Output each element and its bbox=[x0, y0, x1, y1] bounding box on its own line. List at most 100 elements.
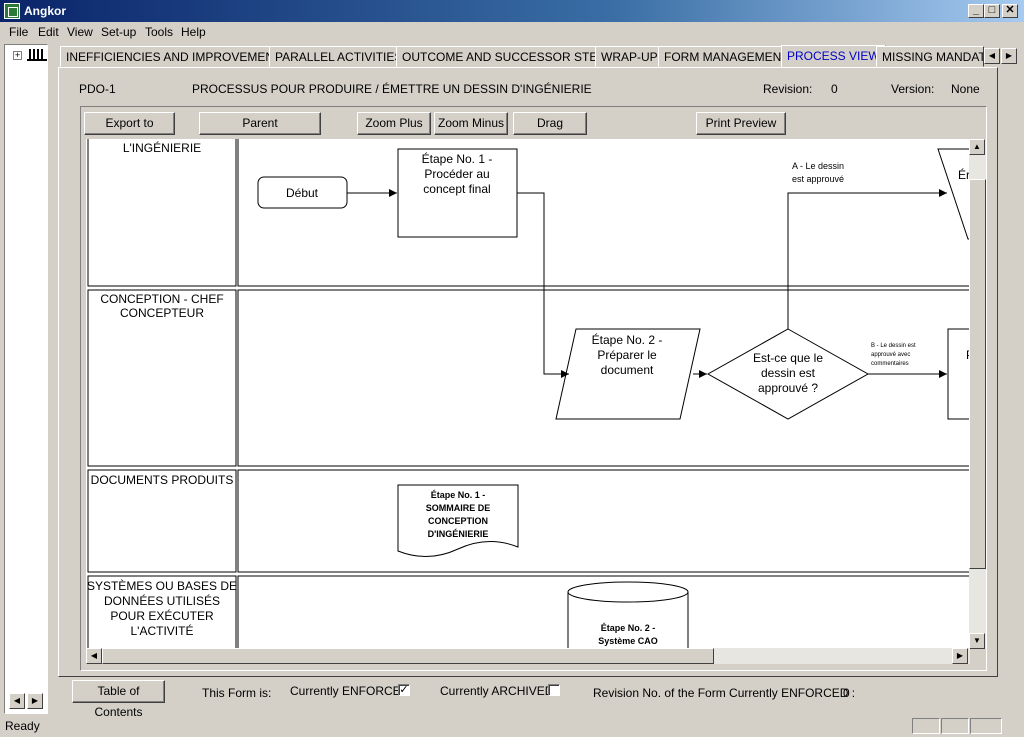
scroll-right-icon[interactable]: ▶ bbox=[27, 693, 43, 709]
close-button[interactable]: ✕ bbox=[1002, 4, 1018, 18]
document1-line1: Étape No. 1 - bbox=[431, 490, 486, 500]
menu-tools[interactable]: Tools bbox=[145, 25, 174, 39]
lane-label-conception-line2: CONCEPTEUR bbox=[120, 306, 204, 320]
branch-a-line2: est approuvé bbox=[792, 174, 844, 184]
lane-label-systems-line2: DONNÉES UTILISÉS bbox=[104, 593, 220, 608]
step1-node[interactable] bbox=[397, 148, 518, 238]
partial-mid-label: P bbox=[966, 348, 970, 362]
drag-button[interactable]: Drag bbox=[513, 112, 587, 135]
tab-strip: INEFFICIENCIES AND IMPROVEMENTS PARALLEL… bbox=[58, 45, 1020, 68]
step1-line3: concept final bbox=[423, 182, 490, 196]
enforced-checkbox[interactable]: ✓ bbox=[398, 684, 410, 696]
lane-label-documents: DOCUMENTS PRODUITS bbox=[91, 473, 234, 487]
window-title: Angkor bbox=[24, 4, 66, 18]
swimlane-grid bbox=[87, 139, 970, 649]
horizontal-scrollbar[interactable]: ◀ ▶ bbox=[86, 648, 970, 664]
diagram-canvas[interactable]: L'INGÉNIERIE CONCEPTION - CHEF CONCEPTEU… bbox=[86, 139, 970, 649]
tree-panel[interactable]: + ◀ ▶ bbox=[4, 44, 48, 714]
database2-line2: Système CAO bbox=[598, 636, 658, 646]
step2-node[interactable] bbox=[555, 328, 701, 420]
step2-line2: Préparer le bbox=[597, 348, 657, 362]
branch-b-line3: commentaires bbox=[871, 361, 909, 367]
scroll-left-icon[interactable]: ◀ bbox=[9, 693, 25, 709]
tab-missing-mandatory[interactable]: MISSING MANDATC bbox=[876, 46, 984, 67]
horizontal-scroll-thumb[interactable] bbox=[102, 648, 714, 664]
database2-line1: Étape No. 2 - bbox=[601, 623, 656, 633]
database2-node[interactable] bbox=[567, 581, 689, 649]
print-preview-button[interactable]: Print Preview bbox=[696, 112, 786, 135]
document1-node[interactable] bbox=[397, 484, 519, 557]
tree-node-icon[interactable] bbox=[27, 49, 47, 61]
revision-label: Revision: bbox=[763, 82, 813, 96]
step1-line2: Procéder au bbox=[424, 167, 489, 181]
revision-value: 0 bbox=[831, 82, 838, 96]
expand-icon[interactable]: + bbox=[13, 50, 22, 60]
zoom-minus-button[interactable]: Zoom Minus bbox=[434, 112, 508, 135]
decision-line1: Est-ce que le bbox=[753, 351, 823, 365]
tab-form-management[interactable]: FORM MANAGEMENT bbox=[658, 46, 795, 67]
archived-checkbox[interactable] bbox=[548, 684, 560, 696]
parent-processes-button[interactable]: Parent PROCESSES... bbox=[199, 112, 321, 151]
menu-view[interactable]: View bbox=[67, 25, 93, 39]
process-view-panel bbox=[58, 67, 998, 677]
menu-edit[interactable]: Edit bbox=[38, 25, 59, 39]
menu-setup[interactable]: Set-up bbox=[101, 25, 137, 39]
status-panel-2 bbox=[941, 718, 969, 734]
this-form-label: This Form is: bbox=[202, 686, 272, 700]
menu-help[interactable]: Help bbox=[181, 25, 206, 39]
hscroll-left-icon[interactable]: ◀ bbox=[86, 648, 102, 664]
menu-bar: File Edit View Set-up Tools Help bbox=[0, 22, 1024, 42]
status-panel-3 bbox=[970, 718, 1002, 734]
branch-a-line1: A - Le dessin bbox=[792, 161, 844, 171]
branch-b-line1: B - Le dessin est bbox=[871, 343, 916, 349]
table-of-contents-button[interactable]: Table of Contents bbox=[72, 680, 165, 719]
revision-enforced-value: 0 bbox=[843, 686, 850, 700]
tab-outcome-successor[interactable]: OUTCOME AND SUCCESSOR STEPS bbox=[396, 46, 620, 67]
app-icon bbox=[4, 3, 20, 19]
decision-node[interactable] bbox=[706, 328, 870, 420]
decision-line2: dessin est bbox=[761, 366, 816, 380]
partial-top-node[interactable] bbox=[937, 148, 970, 240]
status-panel-1 bbox=[912, 718, 940, 734]
start-node-label: Début bbox=[286, 186, 319, 200]
flowchart-svg: L'INGÉNIERIE CONCEPTION - CHEF CONCEPTEU… bbox=[87, 139, 970, 649]
tab-scroll-left-icon[interactable]: ◀ bbox=[984, 48, 1000, 64]
lane-label-systems-line1: SYSTÈMES OU BASES DE bbox=[87, 578, 237, 593]
tab-inefficiencies[interactable]: INEFFICIENCIES AND IMPROVEMENTS bbox=[60, 46, 296, 67]
archived-label: Currently ARCHIVED bbox=[440, 684, 554, 698]
scroll-up-icon[interactable]: ▲ bbox=[969, 139, 985, 155]
step2-line3: document bbox=[601, 363, 654, 377]
lane-label-engineering: L'INGÉNIERIE bbox=[123, 140, 201, 155]
partial-top-label: Ér bbox=[958, 167, 970, 182]
process-code: PDO-1 bbox=[79, 82, 116, 96]
lane-label-systems-line3: POUR EXÉCUTER bbox=[110, 608, 214, 623]
branch-b-line2: approuvé avec bbox=[871, 352, 910, 358]
step1-line1: Étape No. 1 - bbox=[422, 151, 493, 166]
maximize-button[interactable]: □ bbox=[984, 4, 1000, 18]
step2-line1: Étape No. 2 - bbox=[592, 332, 663, 347]
vertical-scrollbar[interactable]: ▲ ▼ bbox=[969, 139, 986, 649]
tab-process-view[interactable]: PROCESS VIEW bbox=[781, 45, 886, 68]
revision-enforced-label: Revision No. of the Form Currently ENFOR… bbox=[593, 686, 856, 700]
status-bar: Ready bbox=[0, 715, 1024, 737]
zoom-plus-button[interactable]: Zoom Plus bbox=[357, 112, 431, 135]
document1-line2: SOMMAIRE DE bbox=[426, 503, 491, 513]
tab-wrap-up[interactable]: WRAP-UP bbox=[595, 46, 664, 67]
version-label: Version: bbox=[891, 82, 935, 96]
tab-scroll-right-icon[interactable]: ▶ bbox=[1001, 48, 1017, 64]
hscroll-right-icon[interactable]: ▶ bbox=[952, 648, 968, 664]
minimize-button[interactable]: _ bbox=[968, 4, 984, 18]
tab-parallel-activities[interactable]: PARALLEL ACTIVITIES bbox=[269, 46, 409, 67]
scroll-down-icon[interactable]: ▼ bbox=[969, 633, 985, 649]
decision-line3: approuvé ? bbox=[758, 381, 818, 395]
lane-label-conception-line1: CONCEPTION - CHEF bbox=[100, 292, 223, 306]
export-metafile-button[interactable]: Export to Metafile bbox=[84, 112, 175, 151]
document1-line3: CONCEPTION bbox=[428, 516, 488, 526]
partial-mid-node[interactable] bbox=[947, 328, 970, 420]
status-text: Ready bbox=[5, 719, 40, 733]
menu-file[interactable]: File bbox=[9, 25, 29, 39]
vertical-scroll-thumb[interactable] bbox=[969, 179, 986, 569]
enforced-label: Currently ENFORCED bbox=[290, 684, 410, 698]
version-value: None bbox=[951, 82, 980, 96]
lane-label-systems-line4: L'ACTIVITÉ bbox=[131, 623, 194, 638]
